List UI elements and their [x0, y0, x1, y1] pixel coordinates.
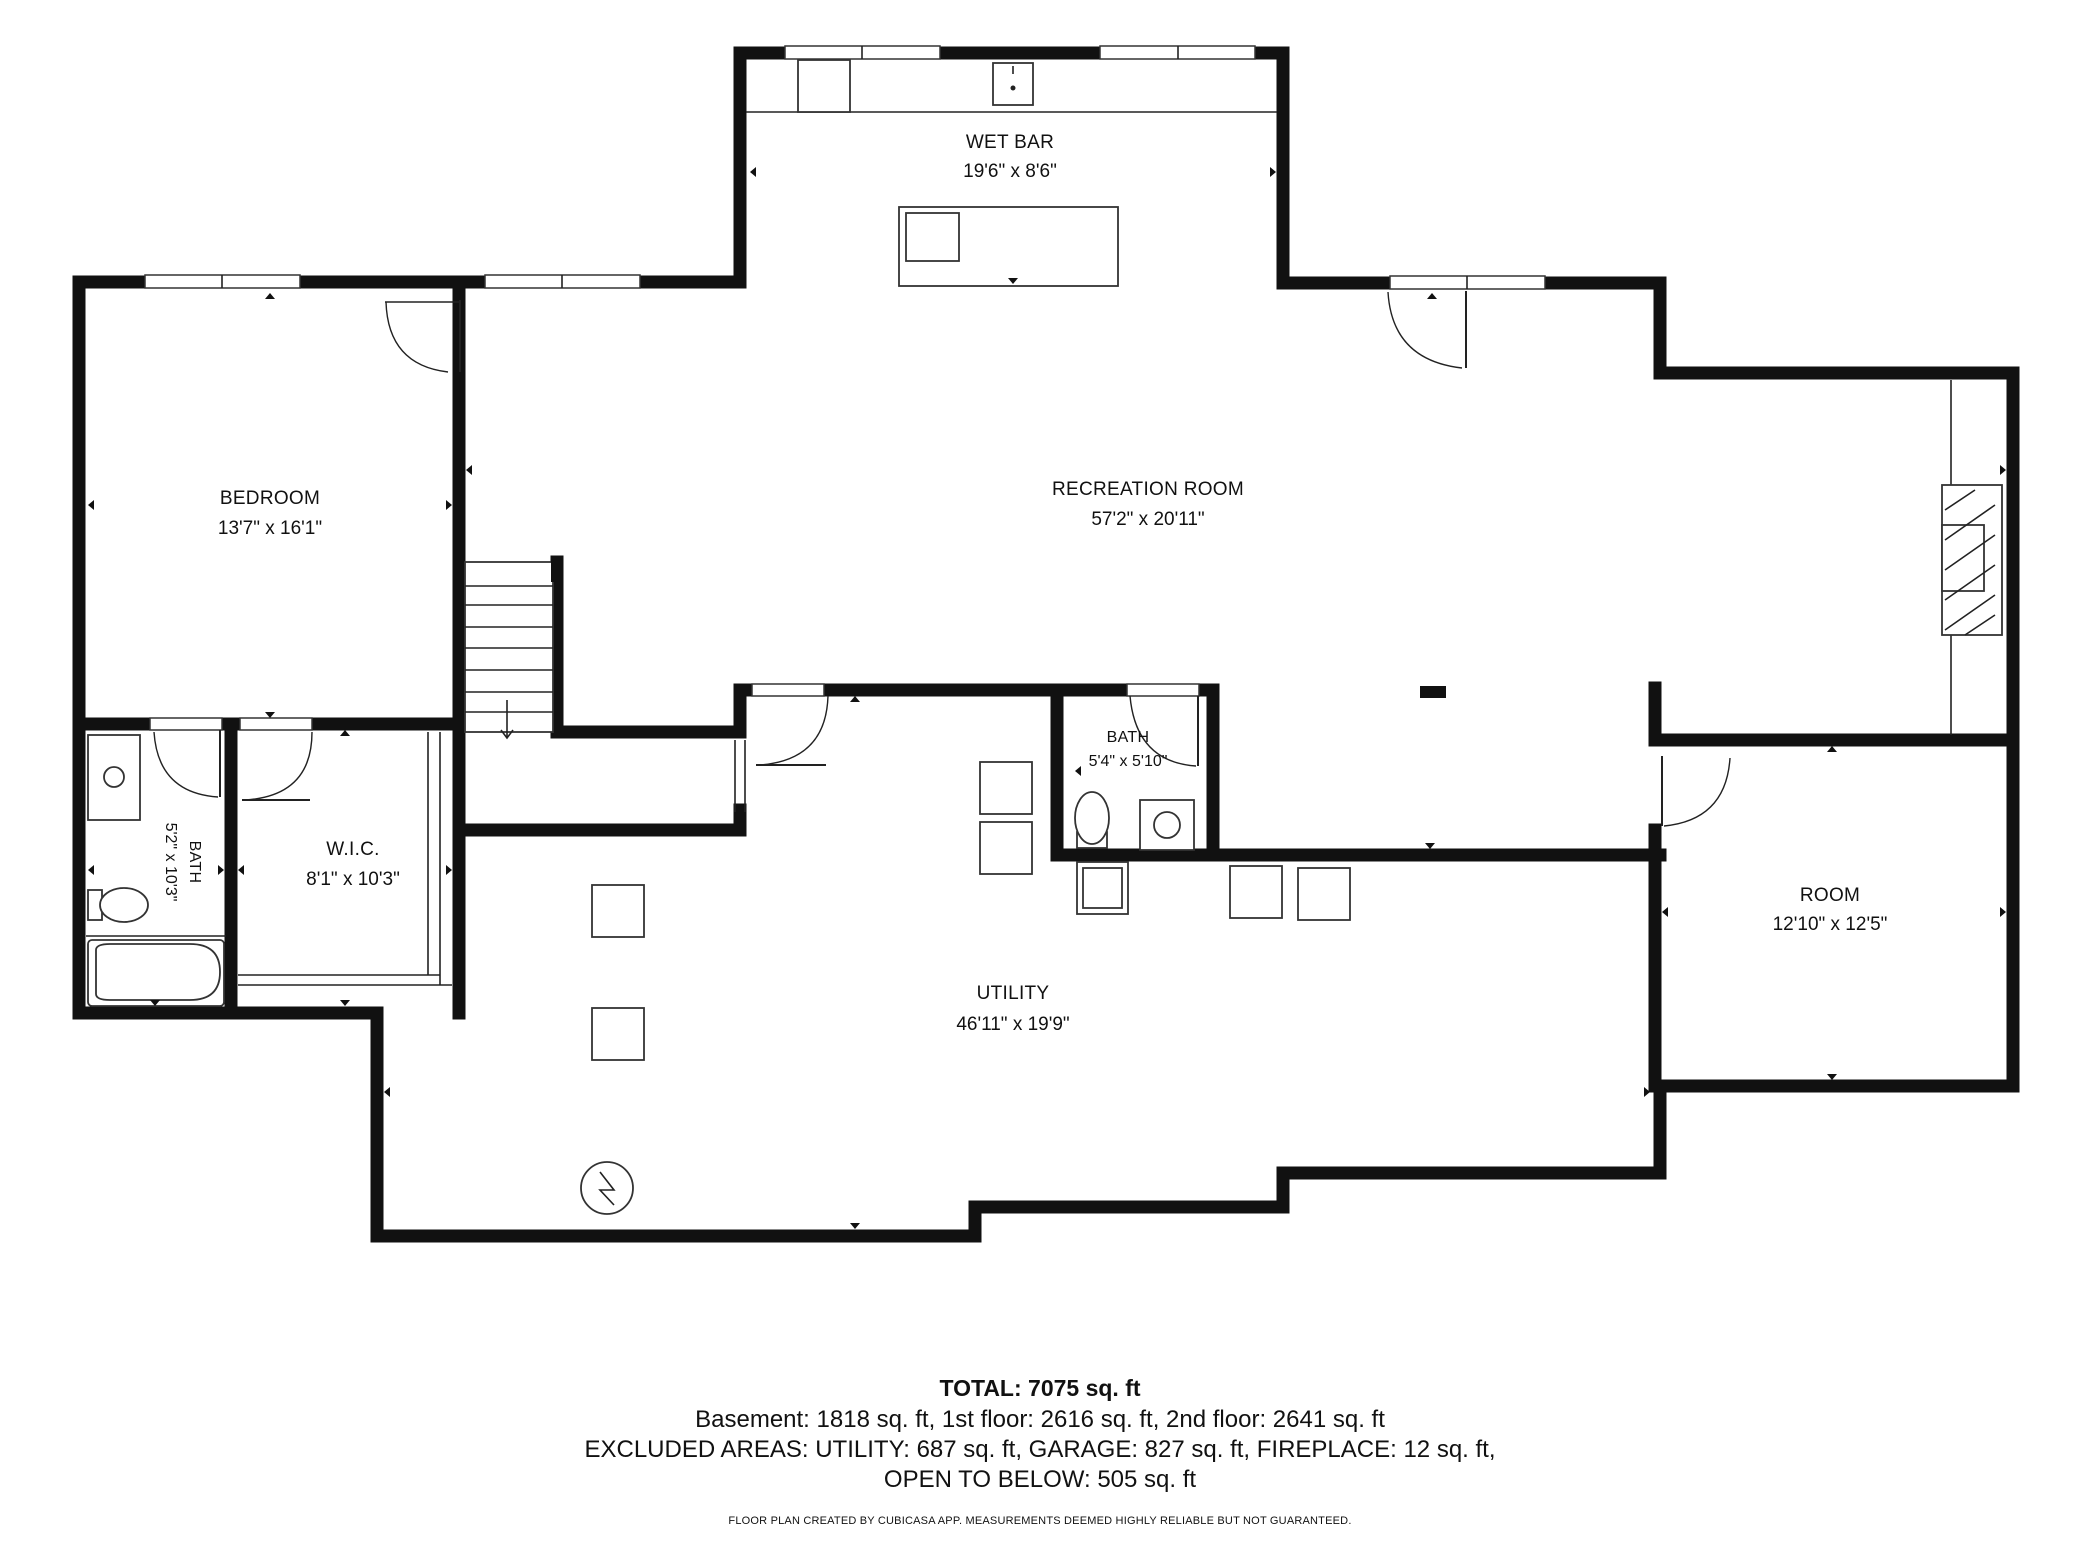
window-wic-top: [239, 717, 313, 731]
area-breakdown: Basement: 1818 sq. ft, 1st floor: 2616 s…: [695, 1406, 1385, 1433]
utility-dims: 46'11" x 19'9": [956, 1014, 1069, 1035]
recreation-dims: 57'2" x 20'11": [1091, 509, 1204, 530]
fireplace: [1941, 380, 2003, 735]
bath-vertical-name: BATH: [186, 841, 203, 884]
small-toilet: [1074, 791, 1110, 845]
island-stool: [905, 212, 960, 262]
toilet-bowl: [99, 887, 149, 923]
appliance-b: [1297, 867, 1351, 921]
utility-box-2: [591, 1007, 645, 1061]
doors: [153, 291, 1731, 827]
window-bath-small: [1126, 683, 1200, 697]
wet-bar-fixtures: [746, 59, 1277, 287]
wall-markers: [88, 167, 2006, 1229]
windows: [144, 45, 1546, 731]
room-name: ROOM: [1800, 885, 1860, 906]
credit-note: FLOOR PLAN CREATED BY CUBICASA APP. MEAS…: [728, 1515, 1352, 1527]
stairs: [464, 558, 563, 740]
total-area: TOTAL: 7075 sq. ft: [939, 1375, 1141, 1401]
bedroom-dims: 13'7" x 16'1": [218, 518, 322, 539]
bath-small-name: BATH: [1107, 729, 1150, 746]
washer: [979, 761, 1033, 815]
window-bath-top: [149, 717, 223, 731]
small-bath-wall: [1050, 683, 1220, 862]
bedroom-name: BEDROOM: [220, 488, 320, 509]
stair-wall: [550, 555, 747, 739]
room-dims: 12'10" x 12'5": [1773, 914, 1888, 935]
excluded-areas: EXCLUDED AREAS: UTILITY: 687 sq. ft, GAR…: [584, 1436, 1496, 1463]
small-bath-fixtures: [1074, 791, 1195, 851]
wet-bar-name: WET BAR: [966, 132, 1054, 153]
utility-box-1: [591, 884, 645, 938]
open-to-below: OPEN TO BELOW: 505 sq. ft: [883, 1466, 1197, 1493]
window-utility-top: [751, 683, 825, 697]
recreation-name: RECREATION ROOM: [1052, 479, 1244, 500]
column: [1420, 686, 1446, 698]
utility-name: UTILITY: [977, 983, 1050, 1004]
dryer: [979, 821, 1033, 875]
bath-vertical-dims: 5'2" x 10'3": [162, 823, 179, 902]
bath-small-dims: 5'4" x 5'10": [1089, 753, 1168, 770]
wetbar-cabinet: [797, 59, 851, 113]
utility-fixtures: [580, 761, 1351, 1215]
wic-shelving: [238, 732, 452, 986]
wet-bar-dims: 19'6" x 8'6": [963, 161, 1057, 182]
walls: [72, 46, 2020, 1243]
room-labels: WET BAR 19'6" x 8'6" RECREATION ROOM 57'…: [162, 132, 1887, 1035]
water-heater: [580, 1161, 634, 1215]
wic-dims: 8'1" x 10'3": [306, 869, 400, 890]
appliance-a: [1229, 865, 1283, 919]
wic-name: W.I.C.: [326, 839, 380, 860]
outer-wall: [72, 46, 2020, 1243]
bath-vertical-fixtures: [86, 734, 226, 1007]
